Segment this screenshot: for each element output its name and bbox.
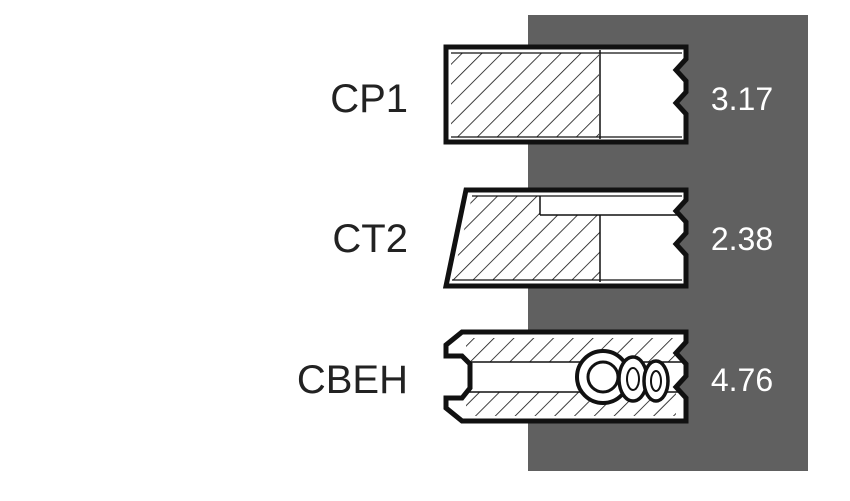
ring-value: 4.76 [711,362,773,398]
oil-control-ring-icon [443,329,689,424]
rectangular-ring-icon [443,44,689,145]
ring-label: CT2 [332,217,408,261]
ring-label: CP1 [330,77,408,121]
ring-row-ct2: CT2 2.38 [332,187,773,289]
ring-value: 2.38 [711,221,773,257]
expander-spring-icon [575,349,670,405]
ring-row-cp1: CP1 3.17 [330,44,773,145]
ring-label: CBEH [297,358,408,402]
ring-row-cbeh: CBEH 4.76 [297,329,773,424]
taper-face-ring-icon [442,187,689,289]
ring-value: 3.17 [711,81,773,117]
